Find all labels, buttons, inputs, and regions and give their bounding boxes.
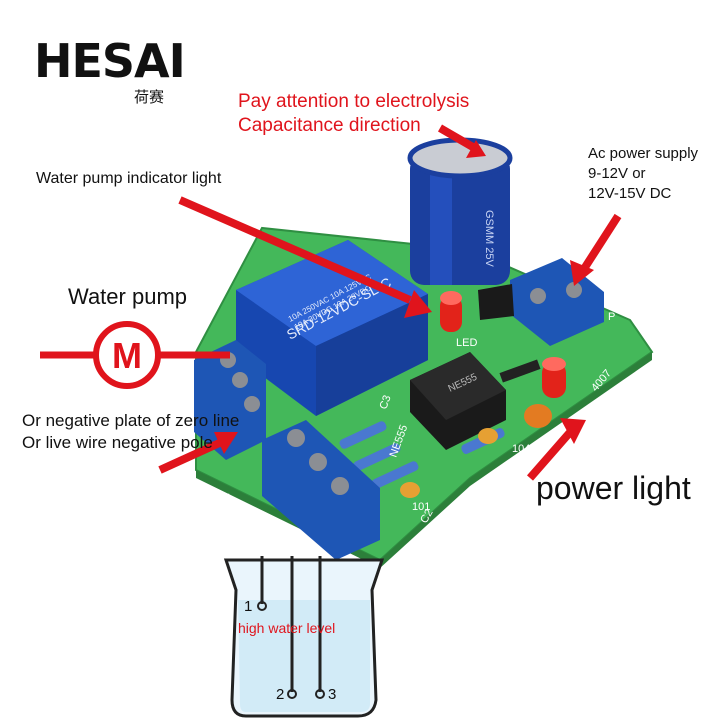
capacitor: GSMM 25V <box>407 137 513 285</box>
transistor <box>478 284 514 320</box>
pcb-edge <box>196 352 652 568</box>
power-supply-line-3: 12V-15V DC <box>588 184 672 202</box>
power-supply-line-1: Ac power supply <box>588 145 699 162</box>
brand-logo: HESAI <box>34 34 186 88</box>
probe-tip-3 <box>315 689 325 699</box>
motor-letter: M <box>112 335 142 376</box>
negative-note: Or negative plate of zero line Or live w… <box>22 410 239 454</box>
arrowhead-power-light <box>560 418 586 444</box>
diode <box>499 359 541 383</box>
arrowhead-negative <box>214 432 238 454</box>
arrow-power-supply <box>578 213 622 275</box>
pump-indicator-led <box>440 291 462 332</box>
power-led <box>524 357 566 428</box>
electrolysis-line-1: Pay attention to electrolysis <box>238 91 470 112</box>
motor-symbol: M <box>40 321 230 389</box>
silk-101: 101 <box>412 501 430 513</box>
relay: SRD-12VDC-SL-C 10A 250VAC 10A 125VAC 10A… <box>236 240 428 416</box>
ceramic-capacitor <box>400 482 420 498</box>
ceramic-capacitor <box>478 428 498 444</box>
silk-p: P <box>608 311 615 323</box>
negative-line-2: Or live wire negative pole <box>22 433 213 453</box>
arrowhead-capacitor <box>466 140 486 158</box>
probe-number-1: 1 <box>244 598 253 615</box>
brand-logo-subtitle: 荷赛 <box>134 88 165 106</box>
power-light-label: power light <box>536 470 691 506</box>
arrowhead-power-supply <box>570 260 594 286</box>
ne555-chip: NE555 <box>410 352 506 450</box>
silk-c3: C3 <box>378 394 394 411</box>
silk-led: LED <box>456 337 477 349</box>
capacitor-label: GSMM 25V <box>483 210 495 268</box>
power-supply-line-2: 9-12V or <box>588 164 646 182</box>
arrow-negative <box>158 436 228 474</box>
negative-line-1: Or negative plate of zero line <box>22 411 240 430</box>
electrolysis-note: Pay attention to electrolysis Capacitanc… <box>238 90 469 138</box>
beaker <box>223 556 385 718</box>
annotation-arrows <box>158 124 622 481</box>
probe-number-2: 2 <box>276 686 285 703</box>
pump-indicator-label: Water pump indicator light <box>36 170 222 187</box>
probe-tip-2 <box>287 689 297 699</box>
arrow-power-light <box>526 427 576 481</box>
arrow-pump-indicator <box>178 196 412 304</box>
silk-104: 104 <box>512 443 530 455</box>
electrolysis-line-2: Capacitance direction <box>238 114 421 136</box>
probe-tip-1 <box>257 601 267 611</box>
probe-number-3: 3 <box>328 686 337 703</box>
probe-terminal-block <box>262 420 380 560</box>
arrowhead-pump-indicator <box>404 290 432 318</box>
high-water-label: high water level <box>238 620 336 636</box>
water-pump-label: Water pump <box>68 284 188 309</box>
arrow-capacitor <box>437 124 481 154</box>
power-supply-note: Ac power supply 9-12V or 12V-15V DC <box>588 144 698 204</box>
